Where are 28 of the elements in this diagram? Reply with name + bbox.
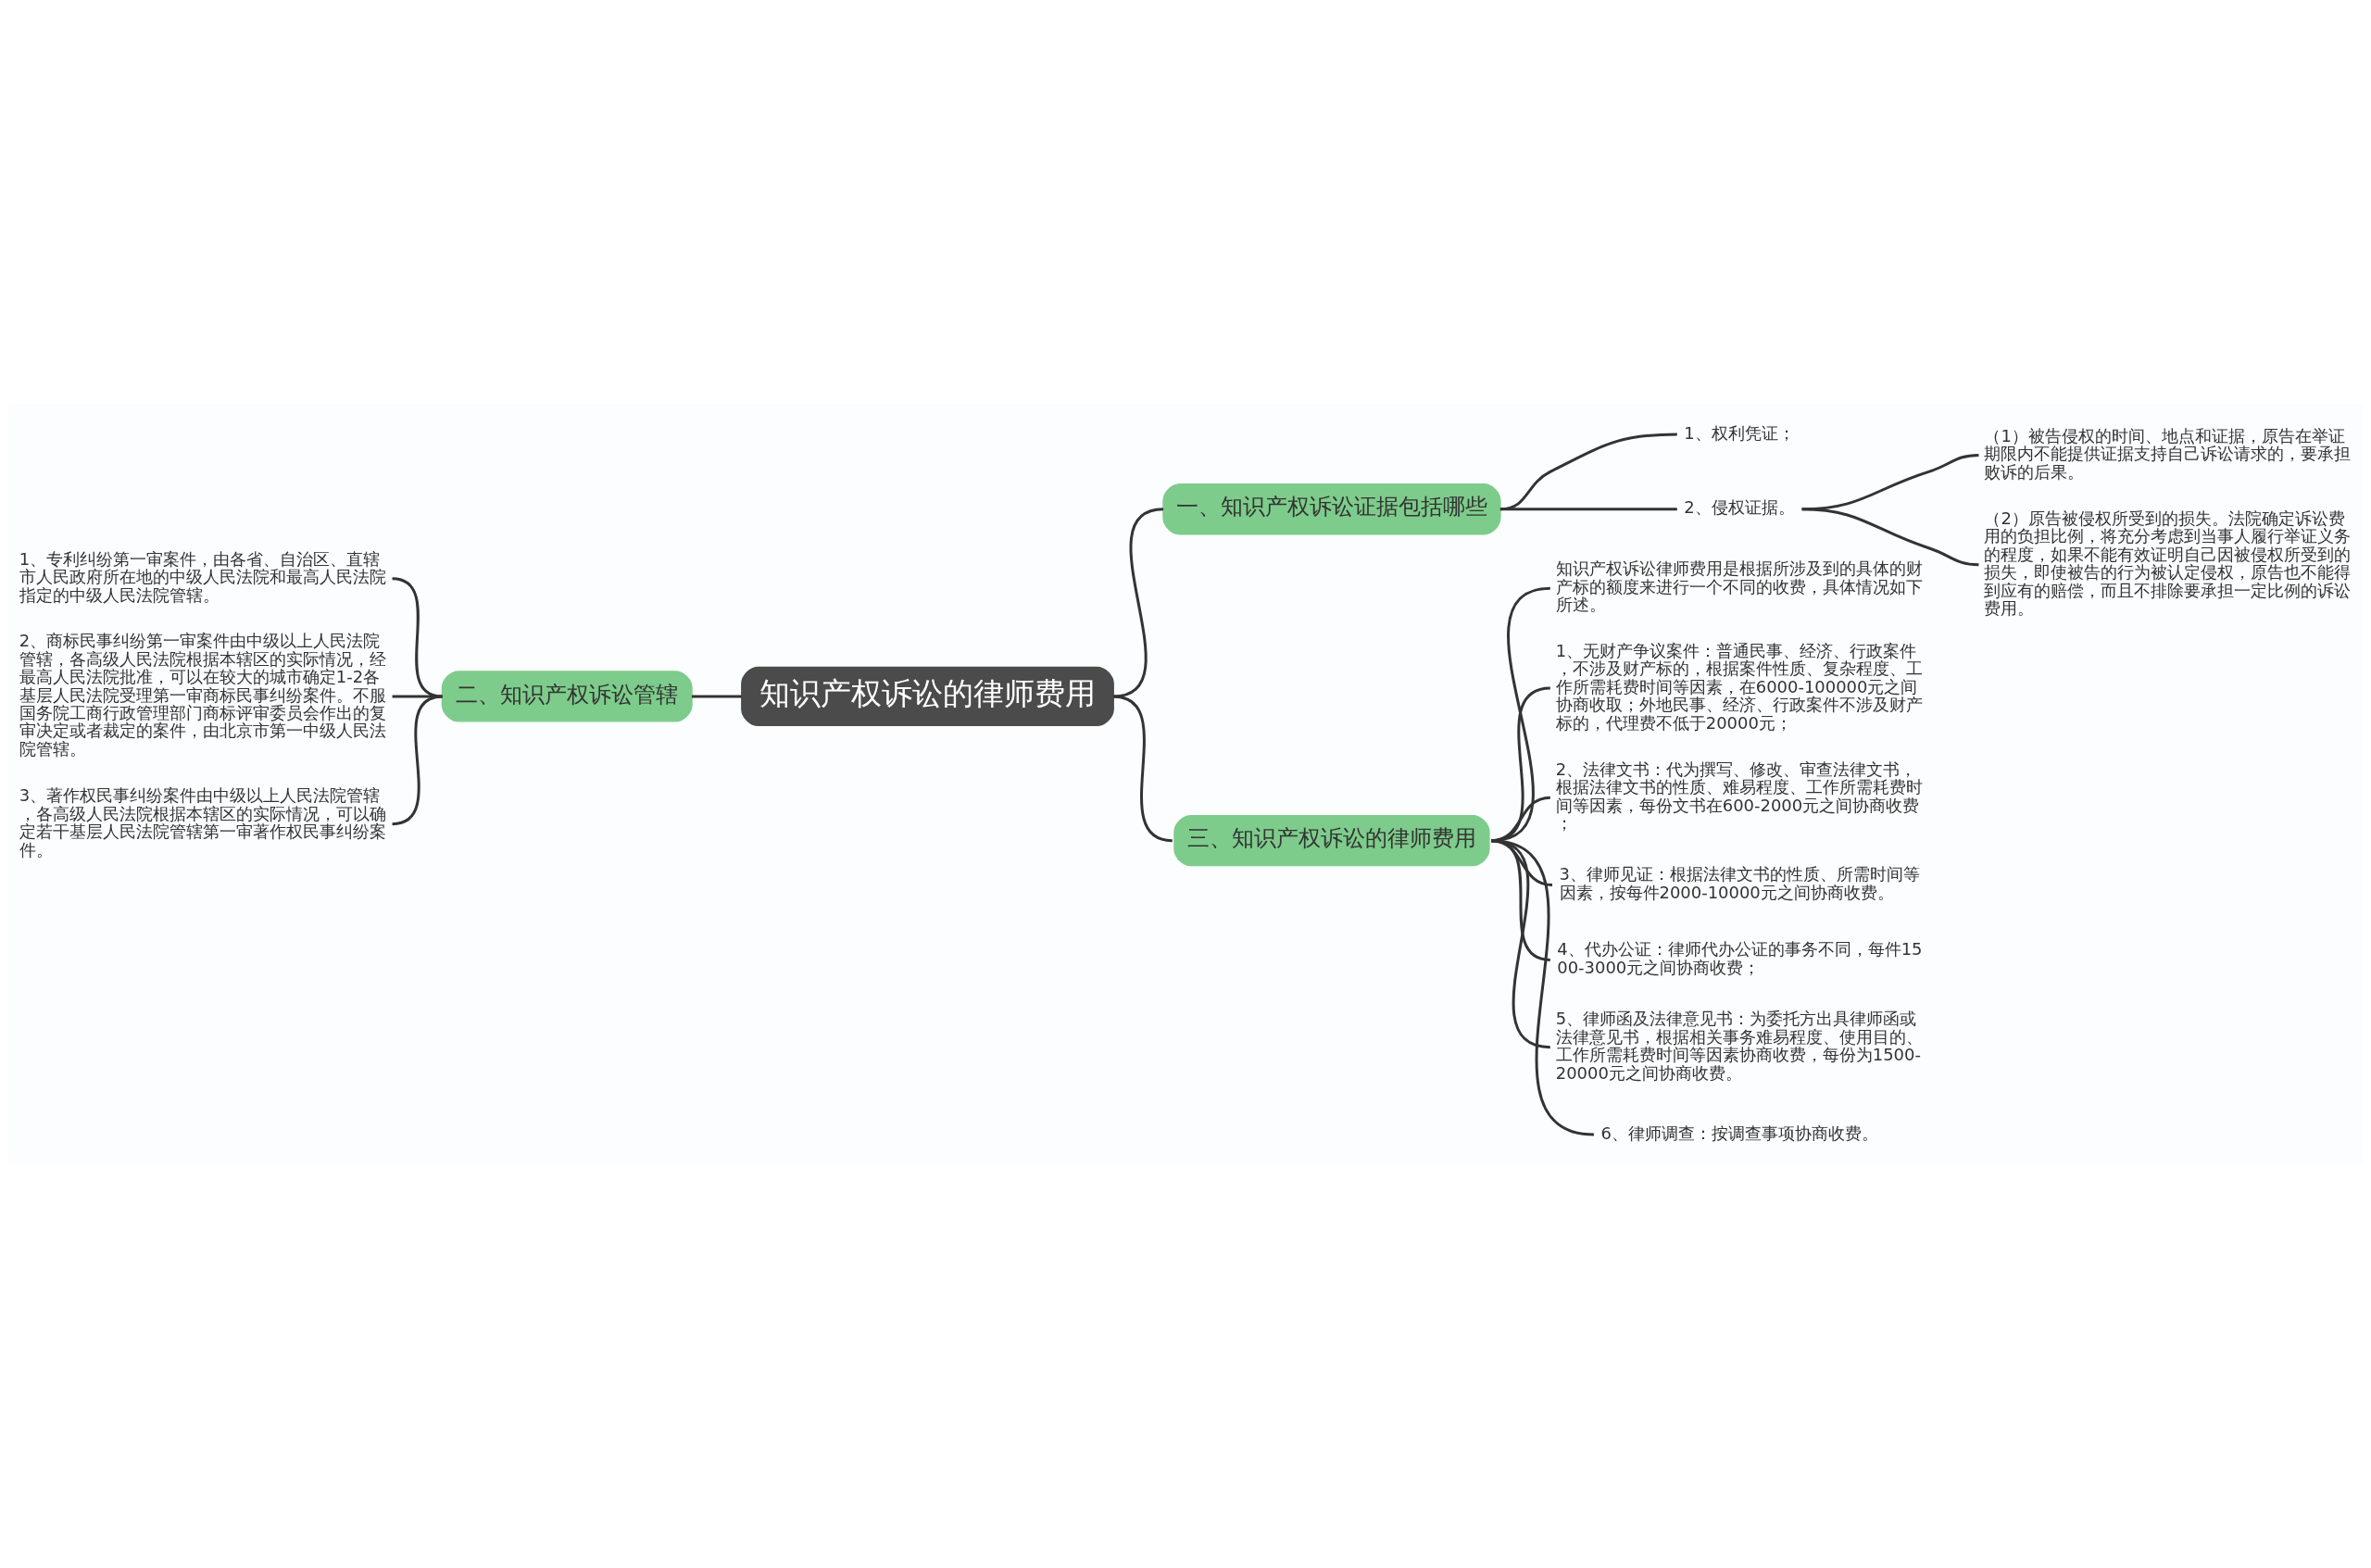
node-text: （1）被告侵权的时间、地点和证据，原告在举证期限内不能提供证据支持自己诉讼请求的，要承担败诉的后果。 — [1984, 425, 2352, 481]
node-text: 3、律师见证：根据法律文书的性质、所需时间等因素，按每件2000-10000元之间协商收费。 — [1559, 863, 1920, 902]
node-box: 一、知识产权诉讼证据包括哪些 — [1162, 483, 1501, 534]
connector — [1499, 507, 1677, 510]
connector — [691, 694, 742, 697]
connector — [392, 694, 443, 697]
node-text: 3、著作权民事纠纷案件由中级以上人民法院管辖，各高级人民法院根据本辖区的实际情况，可以确定若干基层人民法院管辖第一审著作权民事纠纷案件。 — [19, 784, 386, 859]
node-text: 6、律师调查：按调查事项协商收费。 — [1600, 1123, 1878, 1143]
connector — [1499, 432, 1677, 510]
node-box: 二、知识产权诉讼管辖 — [441, 670, 693, 722]
node-text: 4、代办公证：律师代办公证的事务不同，每件1500-3000元之间协商收费； — [1557, 938, 1923, 977]
node-text: 5、律师函及法律意见书：为委托方出具律师函或法律意见书，根据相关事务难易程度、使用目的、工作所需耗费时间等因素协商收费，每份为1500-20000元之间协商收费。 — [1555, 1008, 1923, 1083]
node-text: 2、法律文书：代为撰写、修改、审查法律文书，根据法律文书的性质、难易程度、工作所需耗费时间等因素，每份文书在600-2000元之间协商收费； — [1555, 759, 1923, 833]
node-box: 知识产权诉讼的律师费用 — [741, 666, 1114, 726]
connector — [1112, 507, 1164, 697]
node-text: 1、权利凭证； — [1684, 422, 1795, 443]
connector — [392, 576, 443, 697]
node-text: 1、无财产争议案件：普通民事、经济、行政案件，不涉及财产标的，根据案件性质、复杂程度、工作所需耗费时间等因素，在6000-100000元之间协商收取；外地民事、经济、行政案件不涉及财产标的，代理费不低于20000元； — [1555, 640, 1923, 733]
node-text: 知识产权诉讼律师费用是根据所涉及到的具体的财产标的额度来进行一个不同的收费，具体情况如下所述。 — [1555, 558, 1923, 614]
node-text: 2、侵权证据。 — [1684, 496, 1795, 517]
node-text: 2、商标民事纠纷第一审案件由中级以上人民法院管辖，各高级人民法院根据本辖区的实际情况，经最高人民法院批准，可以在较大的城市确定1-2各基层人民法院受理第一审商标民事纠纷案件。不服国务院工商行政管理部门商标评审委员会作出的复审决定或者裁定的案件，由北京市第一中级人民法院管辖。 — [19, 630, 386, 759]
connector — [392, 694, 443, 825]
connector — [1112, 694, 1173, 842]
node-box: 三、知识产权诉讼的律师费用 — [1173, 814, 1490, 866]
connector — [1801, 507, 1979, 566]
node-text: （2）原告被侵权所受到的损失。法院确定诉讼费用的负担比例，将充分考虑到当事人履行举证义务的程度，如果不能有效证明自己因被侵权所受到的损失，即使被告的行为被认定侵权，原告也不能得到应有的赔偿，而且不排除要承担一定比例的诉讼费用。 — [1984, 508, 2352, 618]
node-text: 1、专利纠纷第一审案件，由各省、自治区、直辖市人民政府所在地的中级人民法院和最高人民法院指定的中级人民法院管辖。 — [19, 548, 386, 605]
connector — [1490, 838, 1595, 1136]
